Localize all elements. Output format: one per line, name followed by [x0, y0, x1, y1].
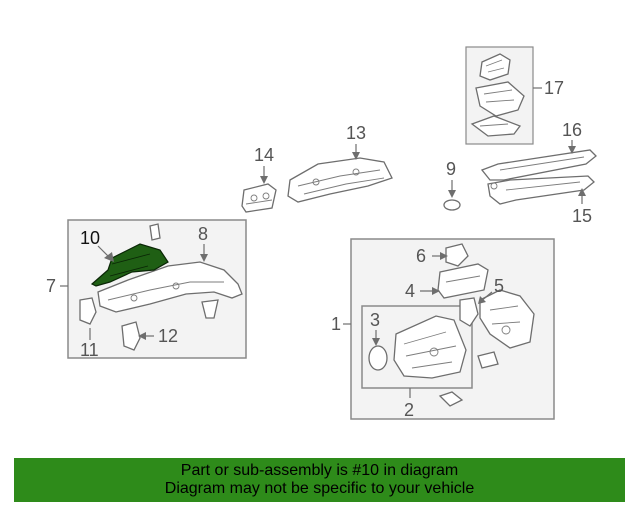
banner-line-part: Part or sub-assembly is #10 in diagram — [180, 462, 459, 479]
callout-16[interactable]: 16 — [562, 120, 582, 140]
part-13 — [287, 157, 393, 203]
banner-line-disclaimer: Diagram may not be specific to your vehi… — [164, 480, 475, 497]
callout-10[interactable]: 10 — [80, 228, 100, 248]
group-box-17 — [465, 46, 534, 145]
callout-4[interactable]: 4 — [405, 281, 415, 301]
group-box-1 — [350, 238, 555, 420]
callout-8[interactable]: 8 — [198, 224, 208, 244]
part-12 — [121, 321, 141, 351]
callout-2[interactable]: 2 — [404, 400, 414, 420]
callout-14[interactable]: 14 — [254, 145, 274, 165]
part-5 — [459, 297, 479, 327]
group-box-7 — [67, 219, 247, 359]
part-15 — [487, 175, 595, 205]
callout-17[interactable]: 17 — [544, 78, 564, 98]
callout-6[interactable]: 6 — [416, 246, 426, 266]
info-banner: Part or sub-assembly is #10 in diagram D… — [14, 458, 625, 502]
part-11 — [79, 297, 97, 325]
callout-13[interactable]: 13 — [346, 123, 366, 143]
part-16 — [480, 149, 597, 181]
callout-7[interactable]: 7 — [46, 276, 56, 296]
callout-12[interactable]: 12 — [158, 326, 178, 346]
callout-11[interactable]: 11 — [80, 340, 99, 360]
callout-3[interactable]: 3 — [370, 310, 380, 330]
callout-1[interactable]: 1 — [331, 314, 341, 334]
callout-15[interactable]: 15 — [572, 206, 592, 226]
callout-9[interactable]: 9 — [446, 159, 456, 179]
part-9 — [443, 199, 461, 211]
part-3 — [368, 345, 388, 371]
callout-5[interactable]: 5 — [494, 276, 504, 296]
part-6 — [445, 243, 469, 267]
part-14 — [241, 183, 277, 213]
